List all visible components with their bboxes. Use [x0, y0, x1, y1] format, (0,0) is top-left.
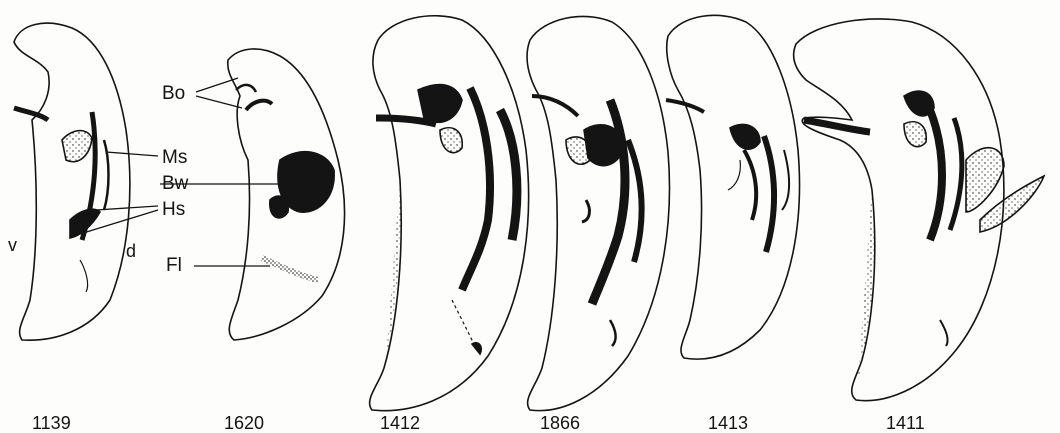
specimen-number-2: 1620 — [224, 414, 264, 432]
specimen-number-5: 1413 — [708, 414, 748, 432]
specimen-1413-drawing — [666, 15, 799, 359]
leader-ms — [106, 152, 158, 156]
label-fl: Fl — [166, 256, 182, 275]
specimen-number-4: 1866 — [540, 414, 580, 432]
specimen-1139-drawing — [14, 23, 130, 340]
specimen-1412-drawing — [370, 16, 529, 411]
specimen-number-1: 1139 — [32, 414, 71, 432]
label-hs: Hs — [162, 200, 185, 219]
label-bo: Bo — [162, 84, 185, 103]
label-dorsal: d — [126, 242, 136, 260]
leader-lines — [80, 78, 286, 266]
specimen-number-3: 1412 — [380, 414, 420, 432]
label-ventral: v — [8, 236, 17, 254]
leader-bo-2 — [196, 96, 242, 108]
specimen-1411-drawing — [794, 19, 1044, 401]
leader-bo-1 — [196, 78, 238, 92]
specimen-number-6: 1411 — [886, 414, 925, 432]
label-bw: Bw — [162, 174, 188, 193]
specimen-1620-drawing — [228, 49, 345, 340]
specimen-1866-drawing — [527, 16, 669, 410]
label-ms: Ms — [162, 148, 187, 167]
